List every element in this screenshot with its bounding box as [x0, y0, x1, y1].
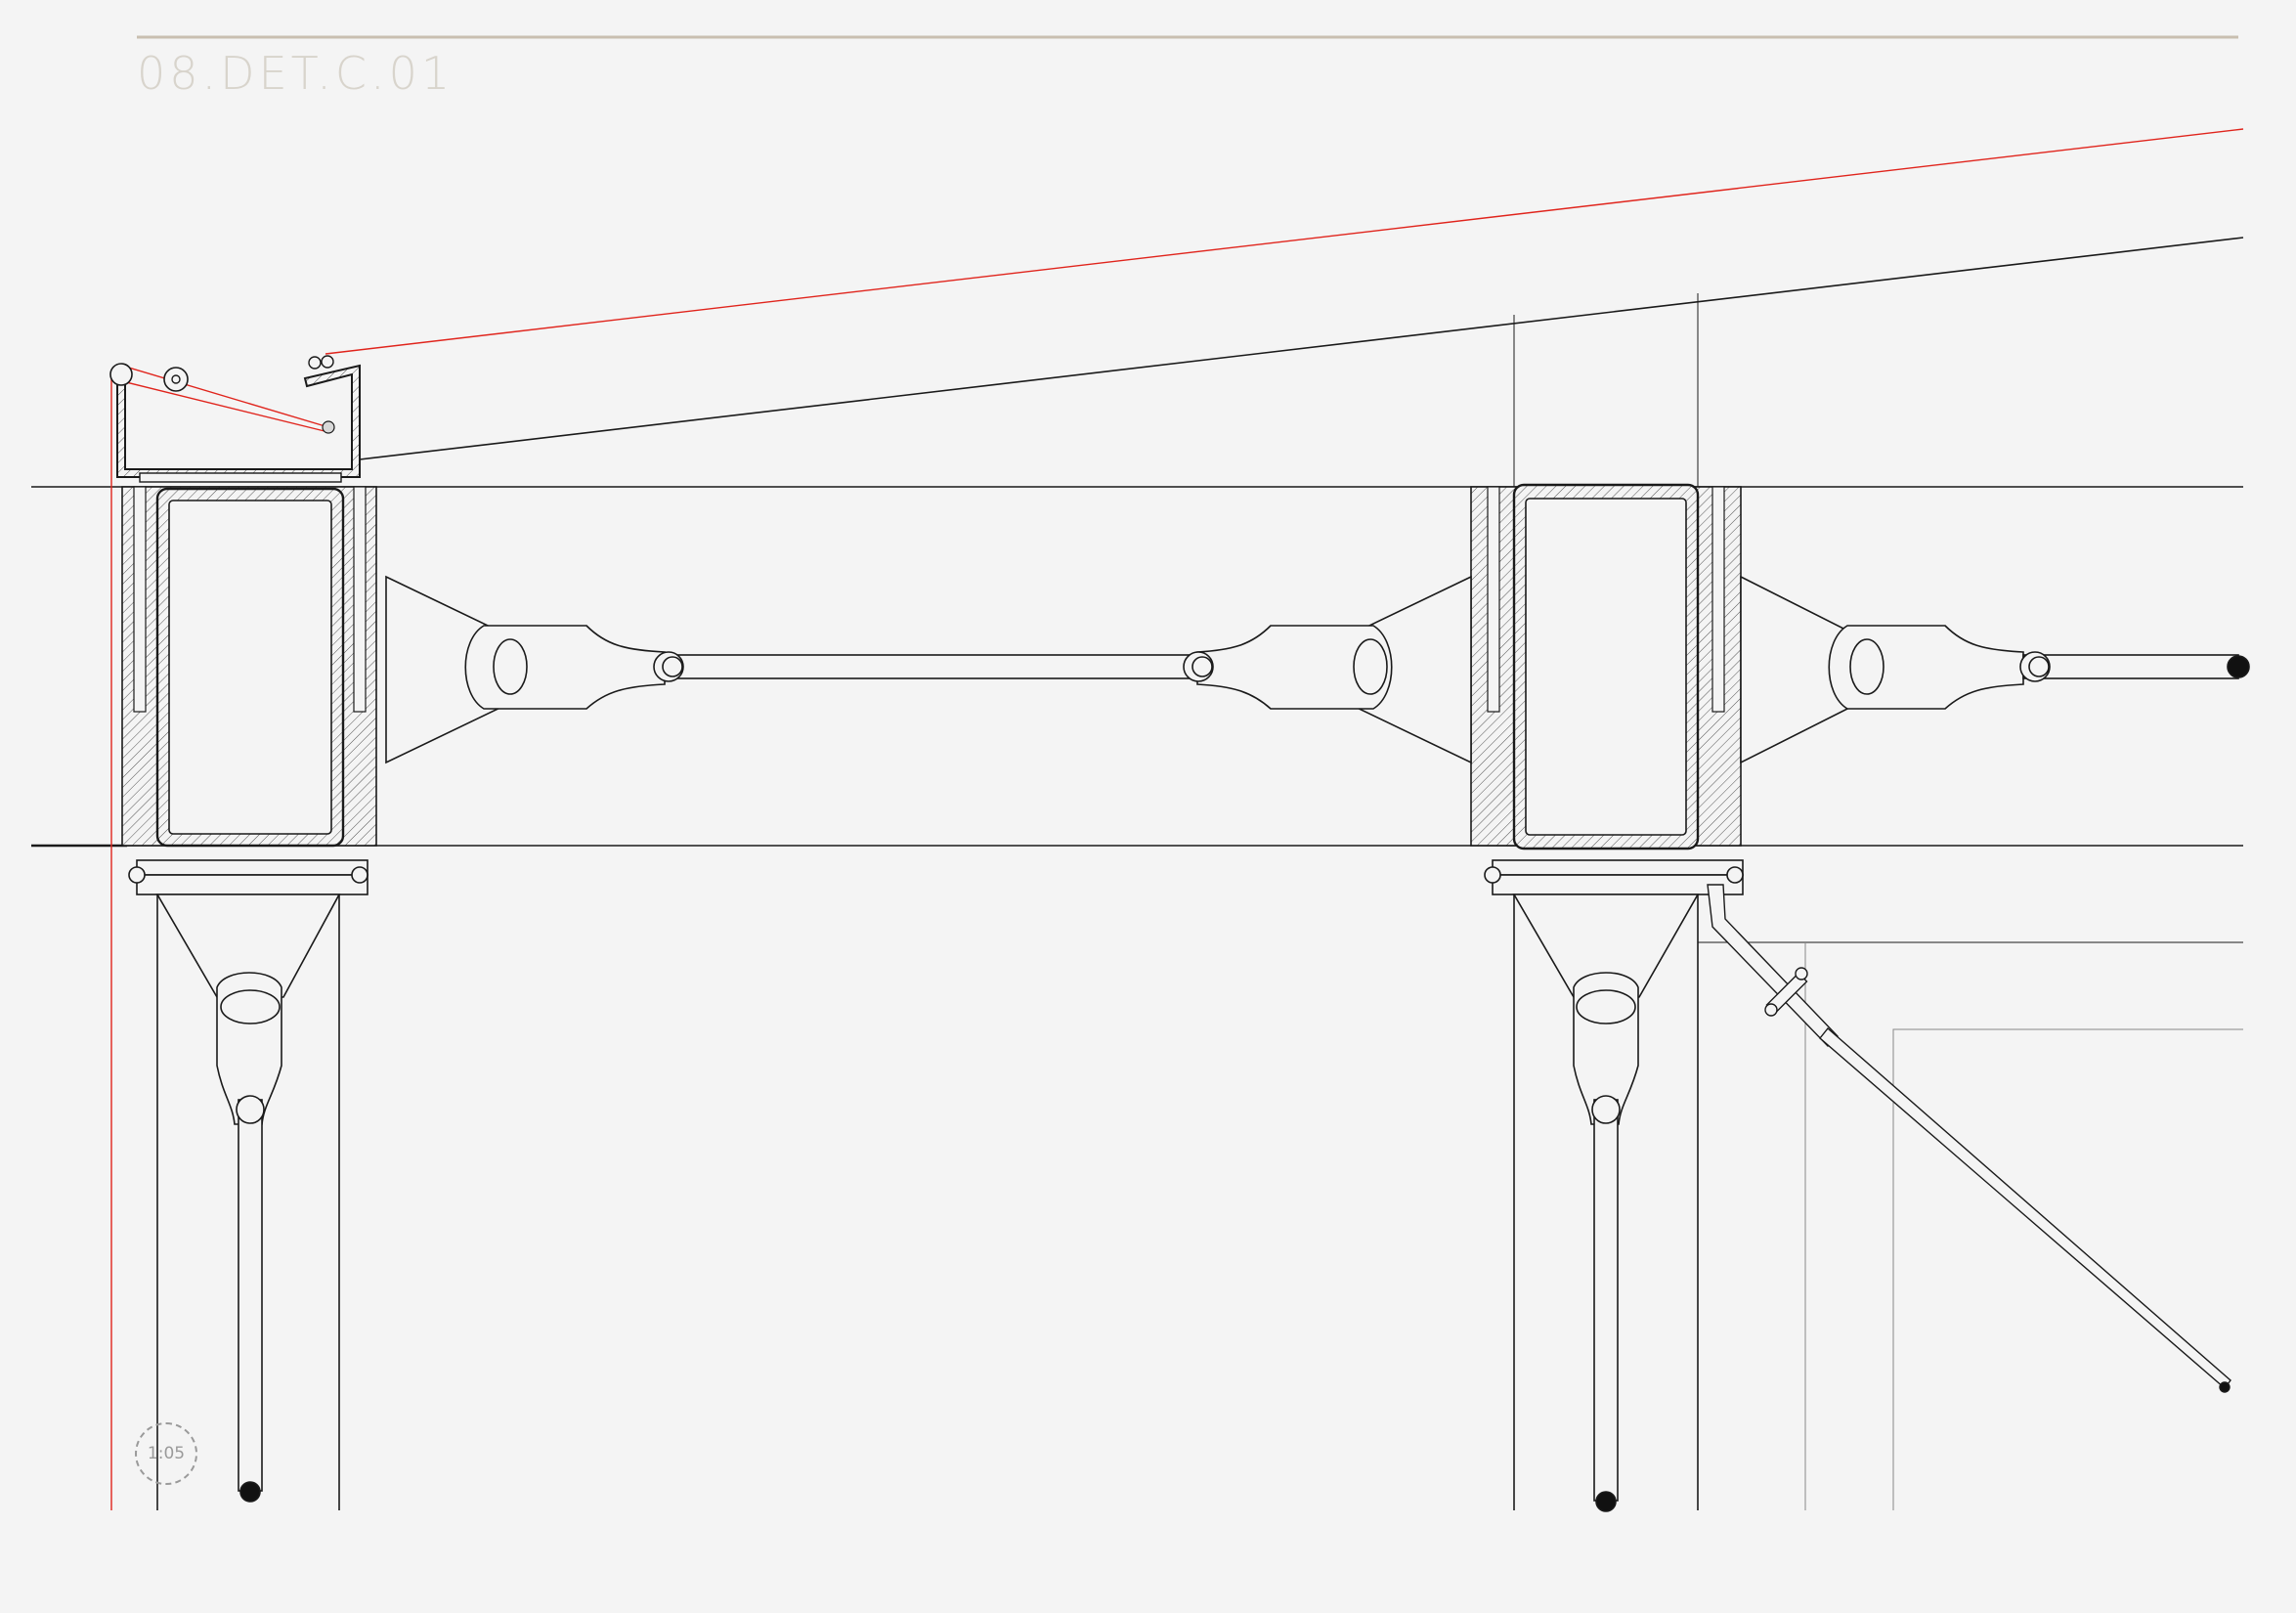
- roof-underside-line: [359, 237, 2244, 460]
- beam-2-gap-right: [1711, 486, 1725, 713]
- red-cable-diag-b: [121, 380, 329, 433]
- drawing-part: [1492, 874, 1744, 895]
- strut-bolt-1: [1795, 967, 1808, 981]
- bolt-2-left: [1484, 866, 1501, 884]
- diagonal-strut: [1707, 884, 2231, 1393]
- bracket-2-gusset: [1512, 894, 1700, 998]
- bracket-2-plate: [1492, 859, 1744, 876]
- gutter-pulley-1: [109, 363, 133, 386]
- beam-1-gap-right: [353, 486, 367, 713]
- strut-rod: [1819, 1026, 2231, 1390]
- beam-1-void: [168, 500, 332, 835]
- drawing-part: [171, 374, 181, 384]
- roof-lines: [31, 237, 2244, 1510]
- tie-rod-assembly: [385, 575, 2250, 764]
- gutter-pulley-2: [163, 367, 189, 392]
- drawing-part: [236, 1095, 265, 1124]
- beam-2-void: [1525, 498, 1687, 836]
- hanger-rod-2-end: [1595, 1491, 1617, 1512]
- beam-1-gap-left: [133, 486, 147, 713]
- red-cable-upper: [325, 128, 2244, 355]
- bolt-1-right: [351, 866, 368, 884]
- beam-section-1: [121, 486, 377, 848]
- red-cable-diag-a: [121, 365, 329, 428]
- drawing-part: [136, 874, 368, 895]
- gutter-channel: [109, 355, 361, 483]
- hanger-rod-1-end: [239, 1481, 261, 1503]
- gutter-base-plate: [139, 472, 342, 483]
- clevis-right: [1196, 625, 1393, 710]
- clevis-left-eye: [493, 638, 528, 695]
- bolt-1-left: [128, 866, 146, 884]
- strut-bolt-2: [1764, 1003, 1778, 1017]
- bolt-2-right: [1726, 866, 1744, 884]
- bracket-1-gusset: [155, 894, 341, 998]
- bracket-1-eye: [220, 989, 281, 1024]
- drawing-part: [2028, 656, 2050, 677]
- clevis-far-right-eye: [1849, 638, 1884, 695]
- gutter-pulley-5: [322, 420, 335, 434]
- beam-section-2: [1470, 483, 1742, 850]
- bracket-1-plate: [136, 859, 368, 876]
- red-cables: [110, 128, 2244, 1510]
- tie-rod-continuation: [2022, 654, 2239, 679]
- rod-end-cap: [2227, 655, 2250, 678]
- strut-end-cap: [2219, 1381, 2231, 1393]
- strut-plate: [1707, 884, 1839, 1047]
- bracket-1: [128, 859, 368, 1503]
- scale-badge: 1:05: [135, 1422, 197, 1485]
- drawing-part: [1191, 656, 1213, 677]
- gutter-pulley-3: [308, 356, 322, 370]
- hanger-rod-1: [238, 1099, 263, 1492]
- beam-2-gap-left: [1487, 486, 1500, 713]
- drawing-code-title: 08.DET.C.01: [137, 47, 455, 100]
- bracket-2-eye: [1576, 989, 1636, 1024]
- bracket-2: [1484, 859, 1744, 1512]
- drawing-part: [662, 656, 683, 677]
- hanger-rod-2: [1593, 1099, 1619, 1502]
- drawing-part: [1591, 1095, 1621, 1124]
- scale-label: 1:05: [147, 1444, 186, 1463]
- gutter-profile: [116, 364, 361, 478]
- window-frame-inner: [1892, 1028, 2243, 1510]
- clevis-right-eye: [1353, 638, 1388, 695]
- gutter-pulley-4: [321, 355, 334, 369]
- tie-rod: [664, 654, 1198, 679]
